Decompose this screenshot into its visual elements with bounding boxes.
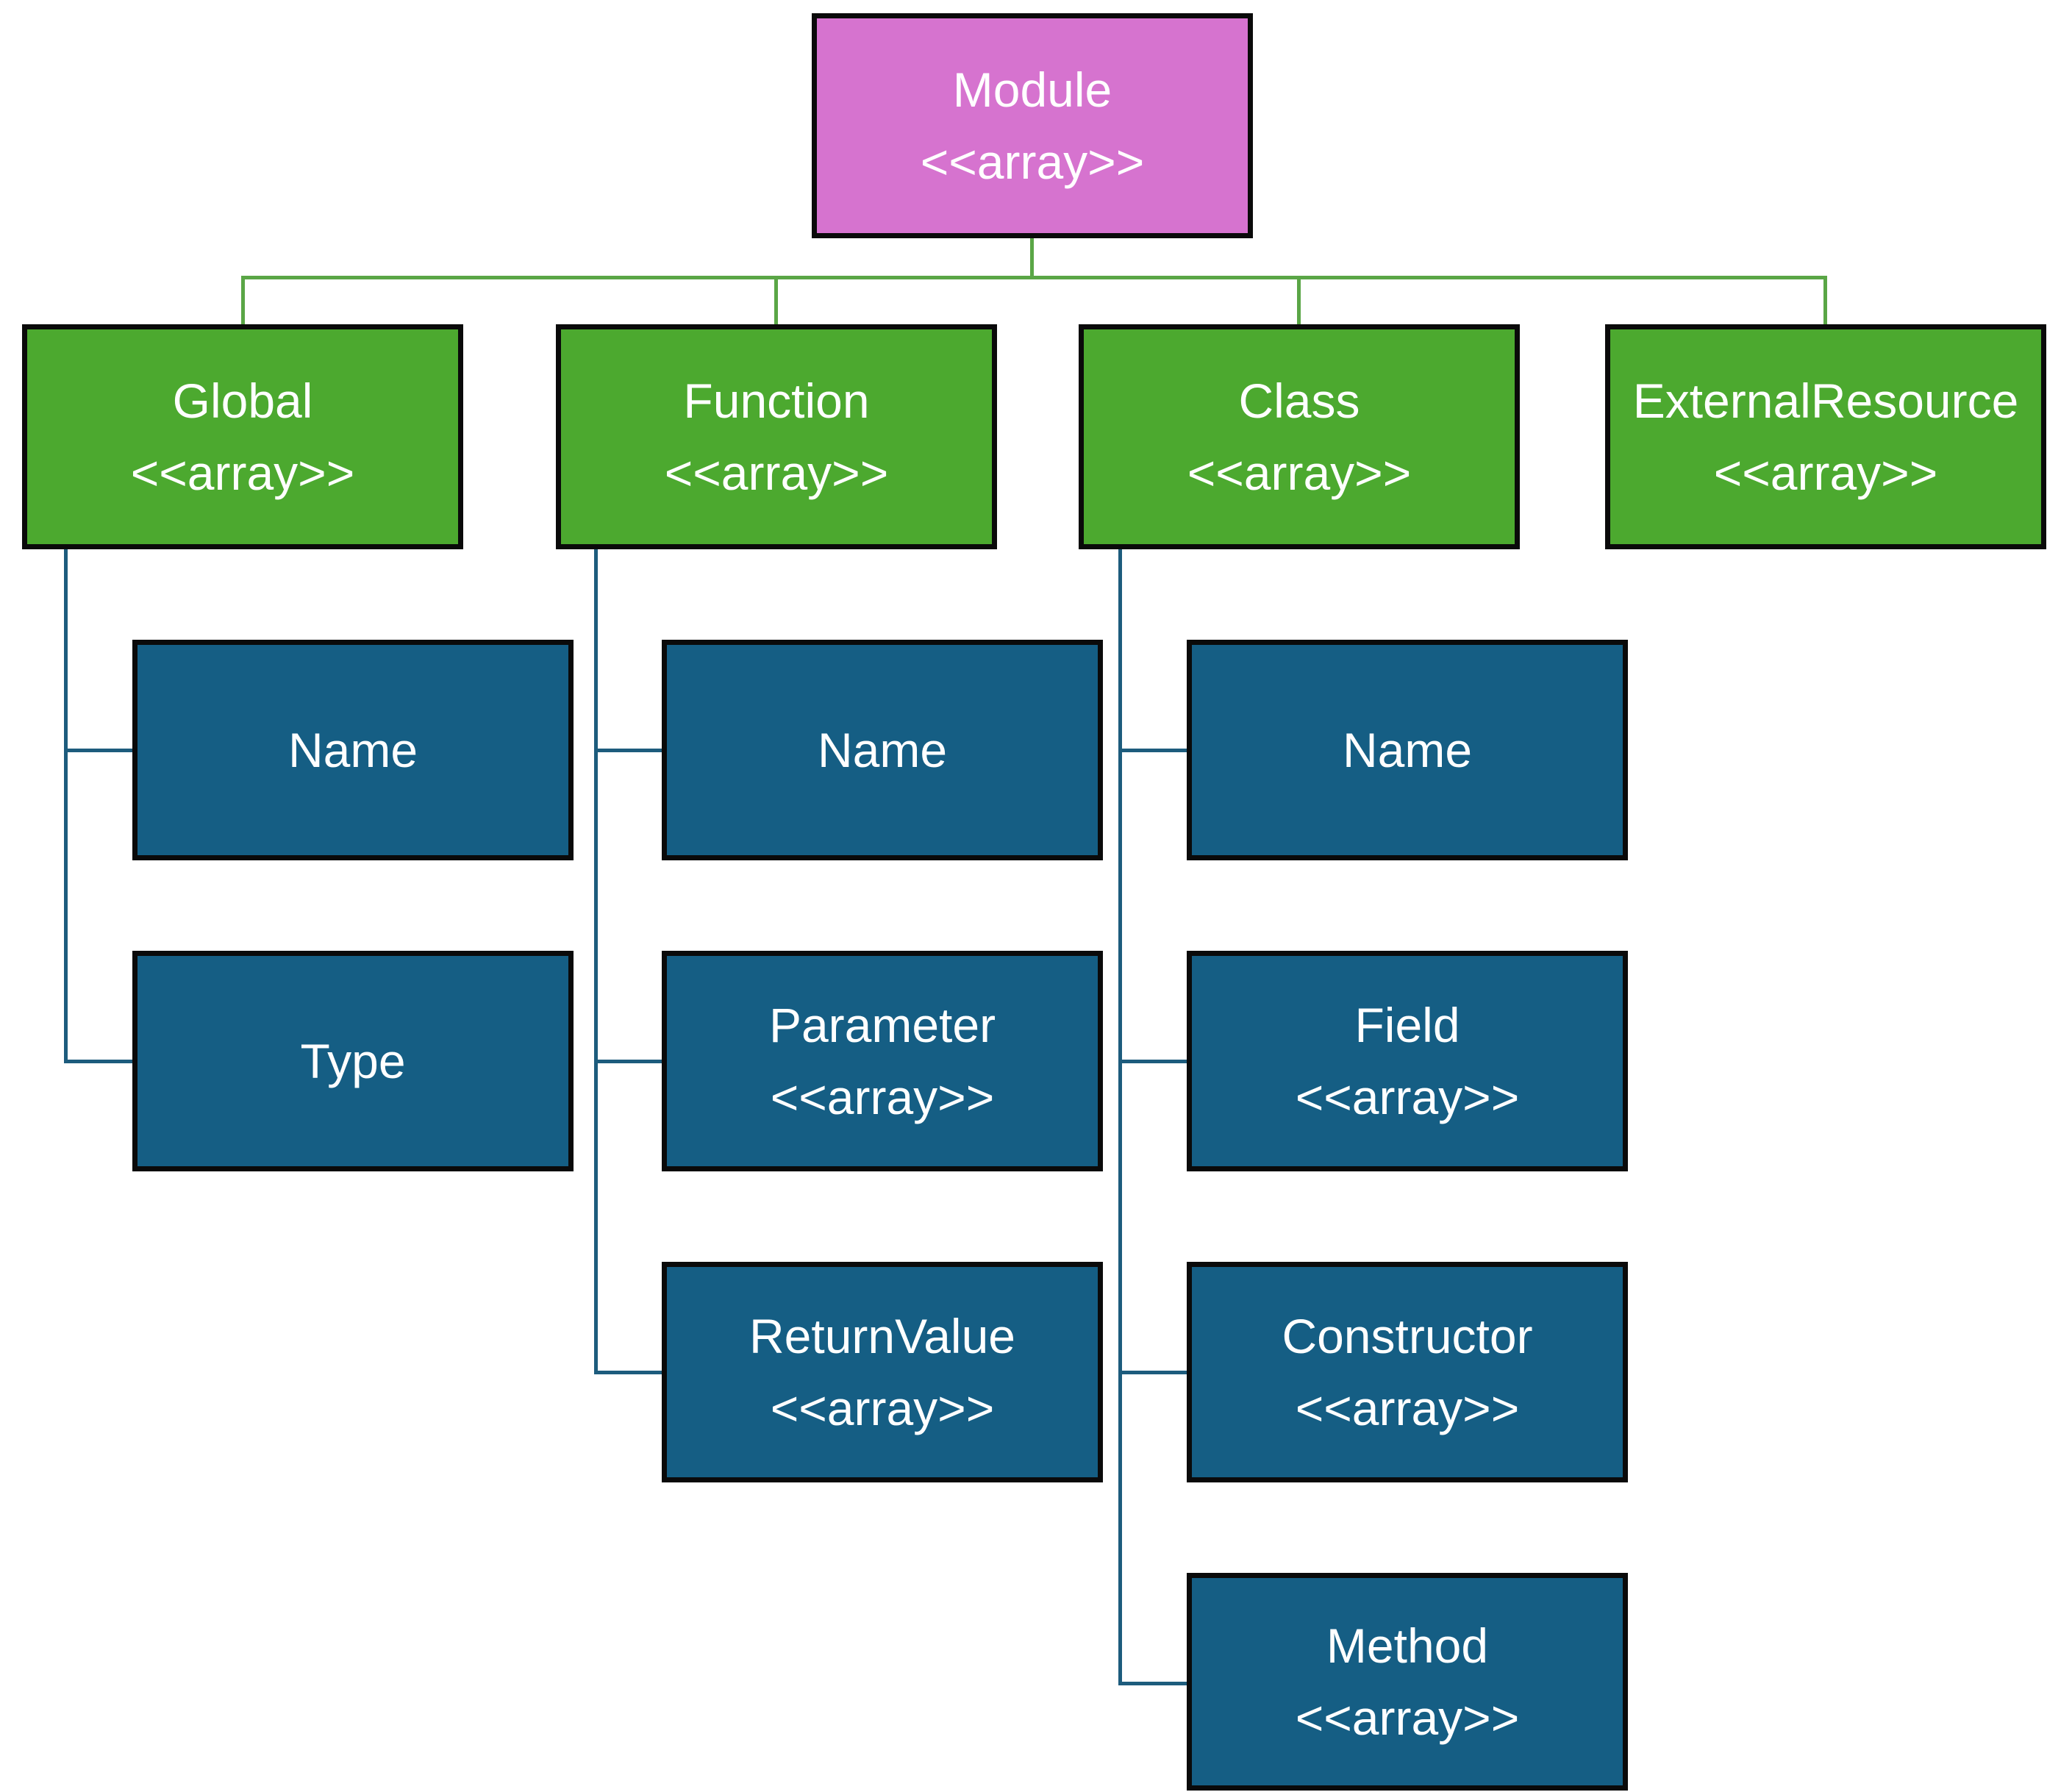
connector-class-name <box>1118 749 1187 752</box>
node-stereotype: <<array>> <box>920 135 1145 189</box>
node-stereotype: <<array>> <box>1295 1691 1520 1745</box>
node-label: Function <box>683 374 870 428</box>
node-stereotype: <<array>> <box>664 446 889 500</box>
connector-level2-horizontal <box>241 276 1827 279</box>
connector-drop-function <box>774 276 778 324</box>
node-label: Module <box>952 63 1112 117</box>
node-stereotype: <<array>> <box>1187 446 1412 500</box>
node-label: ReturnValue <box>749 1309 1015 1363</box>
node-label: Name <box>817 723 948 777</box>
connector-class-method <box>1118 1682 1187 1685</box>
node-stereotype: <<array>> <box>1713 446 1938 500</box>
node-function: Function <<array>> <box>556 324 997 549</box>
node-global-name: Name <box>132 640 574 860</box>
node-label: Field <box>1354 998 1460 1052</box>
node-label: ExternalResource <box>1632 374 2019 428</box>
connector-class-constructor <box>1118 1371 1187 1374</box>
node-global-type: Type <box>132 951 574 1171</box>
node-function-returnvalue: ReturnValue <<array>> <box>662 1262 1103 1482</box>
node-label: Method <box>1326 1618 1489 1673</box>
connector-drop-global <box>241 276 245 324</box>
node-class-name: Name <box>1187 640 1628 860</box>
connector-function-parameter <box>594 1060 662 1063</box>
node-stereotype: <<array>> <box>130 446 355 500</box>
connector-drop-class <box>1297 276 1301 324</box>
connector-global-trunk <box>64 549 68 1063</box>
node-class-method: Method <<array>> <box>1187 1573 1628 1791</box>
connector-function-returnvalue <box>594 1371 662 1374</box>
node-function-name: Name <box>662 640 1103 860</box>
node-module: Module <<array>> <box>812 13 1253 238</box>
connector-global-type <box>64 1060 132 1063</box>
node-label: Parameter <box>768 998 996 1052</box>
node-label: Global <box>172 374 313 428</box>
node-label: Constructor <box>1282 1309 1533 1363</box>
node-class-field: Field <<array>> <box>1187 951 1628 1171</box>
connector-class-trunk <box>1118 549 1122 1685</box>
node-stereotype: <<array>> <box>1295 1381 1520 1435</box>
node-stereotype: <<array>> <box>770 1381 995 1435</box>
node-label: Class <box>1238 374 1360 428</box>
node-global: Global <<array>> <box>22 324 463 549</box>
node-stereotype: <<array>> <box>1295 1070 1520 1124</box>
node-label: Name <box>1342 723 1473 777</box>
node-label: Name <box>287 723 418 777</box>
connector-function-trunk <box>594 549 598 1374</box>
node-stereotype: <<array>> <box>770 1070 995 1124</box>
connector-function-name <box>594 749 662 752</box>
node-class-constructor: Constructor <<array>> <box>1187 1262 1628 1482</box>
connector-global-name <box>64 749 132 752</box>
node-external-resource: ExternalResource <<array>> <box>1605 324 2046 549</box>
connector-class-field <box>1118 1060 1187 1063</box>
node-label: Type <box>300 1034 406 1088</box>
node-function-parameter: Parameter <<array>> <box>662 951 1103 1171</box>
connector-module-stub <box>1030 238 1034 279</box>
node-class: Class <<array>> <box>1079 324 1520 549</box>
connector-drop-external-resource <box>1823 276 1827 324</box>
